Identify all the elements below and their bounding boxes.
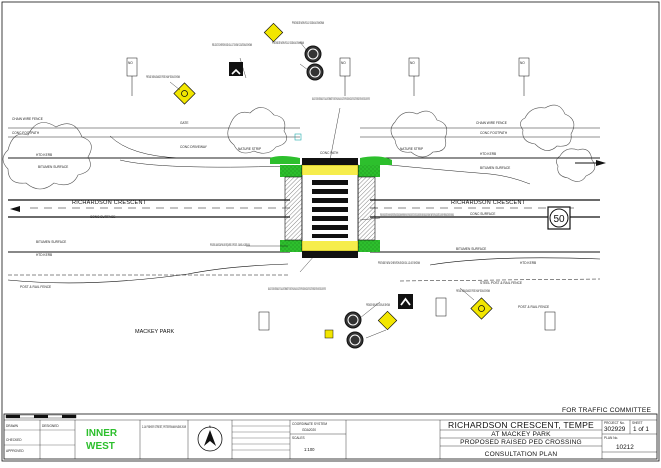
trees-north	[2, 104, 596, 190]
drawing-title-1: RICHARDSON CRESCENT, TEMPE	[448, 420, 594, 430]
label-bitumen-ne: BITUMEN SURFACE	[480, 166, 510, 170]
note-saw-cut-north: SAW-CUT EXISTING KERB BUILDER TO ALLOW S…	[312, 97, 370, 101]
label-driveway: CONC DRIVEWAY	[180, 145, 208, 149]
note-r3-1-a: PROVIDE NEW R3-1 SIGN AS SHOWN	[272, 41, 304, 45]
note-raised-crossing: PROVIDE NEW CONCRETE 75MM HIGH RAISED PE…	[380, 213, 454, 217]
direction-arrows	[10, 160, 606, 212]
tb-project-no: 302929	[604, 426, 626, 433]
note-landscaping: PROVIDE LANDSCAPING AS REQUIRED. SPECIES…	[210, 243, 250, 247]
scale-bar	[5, 414, 77, 419]
label-conc-surface-w: CONC SURFACE	[90, 215, 115, 219]
svg-text:NO: NO	[341, 61, 346, 65]
tb-scale-value: 1:100	[304, 447, 315, 452]
note-speed-hump-se: PROVIDE NEW ADVANCE SPEED HUMP SIGN AS S…	[456, 289, 490, 293]
road-edges	[7, 199, 601, 284]
note-chevron-d4: PROVIDE NEW CHEVRON SIGN D4-1-3 AS SHOWN	[378, 261, 420, 265]
note-relocate-chevron: RELOCATE CHEVRON SIGN D4-1-3 TO NEW LOCA…	[212, 43, 252, 47]
tb-sheet-label: SHEET	[632, 421, 643, 425]
label-post-fence-se2: POST & RAIL FENCE	[518, 305, 549, 309]
tb-drawn: DRAWN	[6, 424, 19, 428]
speed-limit-sign: 50	[547, 206, 571, 230]
keep-left-signs	[304, 45, 364, 349]
street-label-east: RICHARDSON CRESCENT	[451, 200, 526, 206]
tb-project-label: PROJECT No.	[604, 421, 625, 425]
logo-line1: INNER	[86, 428, 118, 439]
label-conc-surface-e: CONC SURFACE	[470, 212, 495, 216]
drawing-title-3: PROPOSED RAISED PED CROSSING	[460, 439, 582, 446]
label-nature-strip-e: NATURE STRIP	[400, 147, 423, 151]
raised-ped-crossing	[301, 164, 359, 252]
title-block	[3, 413, 658, 460]
tb-plan-no: 10212	[616, 444, 634, 451]
tb-coord-label: COORDINATE SYSTEM	[292, 422, 327, 426]
chevron-sign-relocated	[229, 62, 243, 76]
committee-heading: FOR TRAFFIC COMMITTEE	[562, 407, 651, 414]
label-kerb-nw: HTD KERB	[36, 153, 52, 157]
north-arrow: N	[197, 425, 223, 452]
leader-lines	[169, 41, 475, 339]
label-bitumen-sw: BITUMEN SURFACE	[36, 240, 66, 244]
label-kerb-sw: HTD KERB	[36, 253, 52, 257]
label-post-fence-se: STEEL POST & RAIL FENCE	[480, 281, 522, 285]
logo-line2: WEST	[86, 441, 115, 452]
drawing-title-2: AT MACKEY PARK	[491, 431, 551, 438]
note-r3-1-s: PROVIDE NEW R3-1 SIGN AS SHOWN	[366, 303, 390, 307]
label-nature-strip: NATURE STRIP	[238, 147, 261, 151]
warning-sign-se	[470, 297, 493, 320]
north-arrow-label: N	[209, 425, 212, 429]
label-kerb-ne: HTD KERB	[480, 152, 496, 156]
chevron-sign-new	[398, 294, 413, 309]
label-gate: GATE	[180, 121, 188, 125]
note-speed-hump-nw: PROVIDE NEW ADVANCE SPEED HUMP SIGN AS S…	[146, 75, 180, 79]
label-bitumen-se: BITUMEN SURFACE	[456, 247, 486, 251]
label-chain-fence: CHAIN WIRE FENCE	[476, 121, 507, 125]
label-footpath-ne: CONC FOOTPATH	[480, 131, 508, 135]
svg-text:NO: NO	[128, 61, 133, 65]
svg-text:NO: NO	[410, 61, 415, 65]
tb-approved: APPROVED	[6, 449, 24, 453]
sign-posts	[126, 57, 556, 331]
label-footpath-n: CONC FOOTPATH	[12, 131, 40, 135]
landscape-islands	[270, 156, 392, 252]
sign-post-labels: NO NO NO NO	[128, 61, 525, 65]
warning-sign-crossing-s	[377, 310, 398, 331]
tb-designed: DESIGNED	[42, 424, 59, 428]
speed-plate-s	[324, 329, 334, 339]
label-fence-nw: CHAIN WIRE FENCE	[12, 117, 43, 121]
drawing-title-4: CONSULTATION PLAN	[485, 451, 558, 458]
council-address: 2-14 FISHER STREET, PETERSHAM NSW 2049	[142, 425, 186, 429]
warning-sign-crossing-n	[263, 22, 284, 43]
tb-coord-value: GDA2020	[302, 428, 316, 432]
svg-text:RELOCATE CHEVRON SIGN D4-1-3 T: RELOCATE CHEVRON SIGN D4-1-3 TO NEW LOCA…	[212, 43, 252, 47]
park-label: MACKEY PARK	[135, 329, 175, 335]
warning-sign-nw	[173, 82, 196, 105]
note-r3-1-b: PROVIDE NEW R3-1 SIGN AS SHOWN	[292, 21, 324, 25]
label-conc-path: CONC PATH	[320, 151, 339, 155]
note-saw-cut-south: SAW-CUT EXISTING KERB BUILDER TO ALLOW S…	[268, 287, 326, 291]
svg-text:NO: NO	[520, 61, 525, 65]
label-kerb-se: HTD KERB	[520, 261, 536, 265]
label-post-fence-sw: POST & RAIL FENCE	[20, 285, 51, 289]
pit-marker	[294, 133, 302, 141]
tb-plan-label: PLAN No.	[604, 436, 618, 440]
tb-sheet-value: 1 of 1	[633, 426, 649, 433]
kerb-hatching	[284, 158, 376, 258]
speed-limit-value: 50	[553, 214, 565, 225]
street-label-west: RICHARDSON CRESCENT	[72, 200, 147, 206]
north-verge-lines	[8, 127, 600, 185]
tb-scales-label: SCALES	[292, 436, 305, 440]
label-bitumen-nw: BITUMEN SURFACE	[38, 165, 68, 169]
tb-checked: CHECKED	[6, 438, 22, 442]
